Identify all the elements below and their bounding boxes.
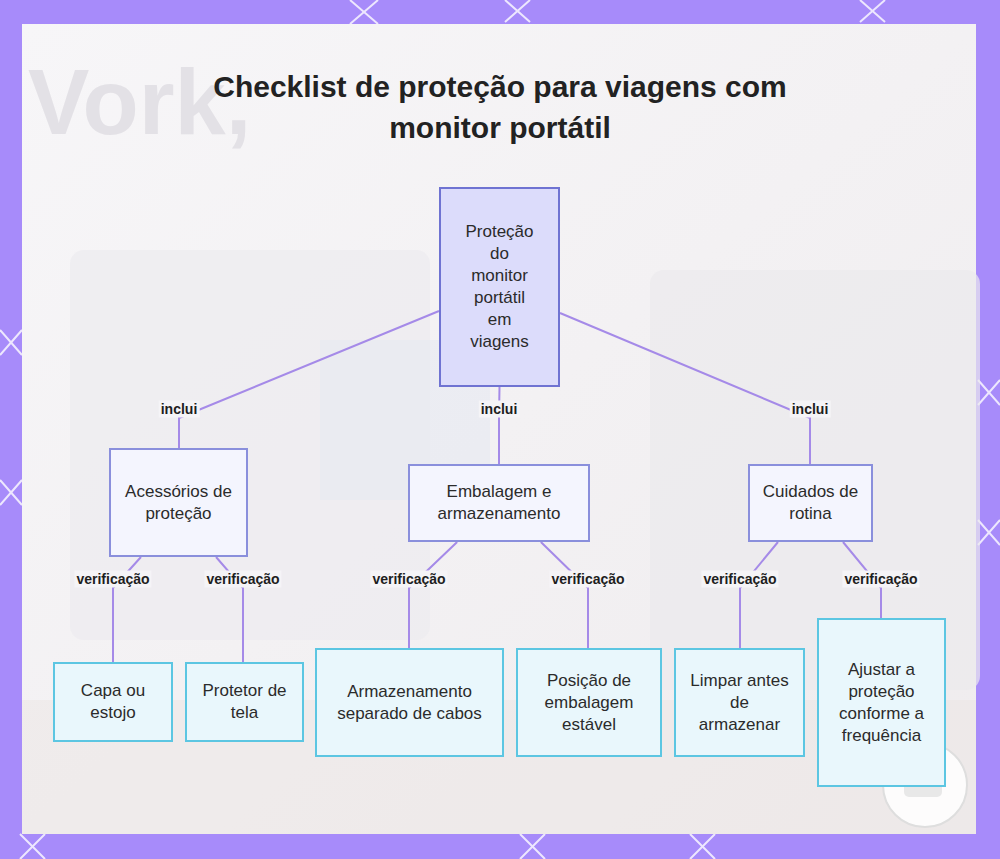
connector-line [179, 311, 439, 448]
node-text: Proteção do monitor portátil em viagens [461, 221, 538, 353]
edge-label: verificação [370, 571, 447, 588]
edge-label: inclui [790, 401, 831, 418]
check-box: Armazenamento separado de cabos [315, 648, 504, 757]
node-text: Posição de embalagem estável [530, 670, 648, 736]
connector-line [740, 542, 778, 648]
node-text: Acessórios de proteção [121, 481, 236, 525]
node-text: Armazenamento separado de cabos [329, 681, 490, 725]
category-box: Acessórios de proteção [109, 448, 248, 557]
root-box: Proteção do monitor portátil em viagens [439, 187, 560, 387]
edge-label: verificação [74, 571, 151, 588]
node-text: Ajustar a proteção conforme a frequência [831, 659, 932, 747]
edge-label: verificação [549, 571, 626, 588]
category-box: Cuidados de rotina [748, 464, 873, 542]
node-text: Cuidados de rotina [760, 481, 861, 525]
node-text: Embalagem e armazenamento [420, 481, 578, 525]
check-box: Posição de embalagem estável [516, 648, 662, 757]
connector-line [498, 387, 501, 464]
diagram-title: Checklist de proteção para viagens com m… [200, 66, 800, 148]
edge-label: inclui [159, 401, 200, 418]
check-box: Capa ou estojo [53, 662, 173, 742]
connector-line [541, 542, 588, 648]
node-text: Limpar antes de armazenar [688, 670, 791, 736]
edge-label: verificação [701, 571, 778, 588]
check-box: Limpar antes de armazenar [674, 648, 805, 757]
edge-label: verificação [842, 571, 919, 588]
check-box: Protetor de tela [185, 662, 304, 742]
edge-label: inclui [479, 401, 520, 418]
edge-label: verificação [204, 571, 281, 588]
category-box: Embalagem e armazenamento [408, 464, 590, 542]
connector-line [560, 313, 810, 464]
check-box: Ajustar a proteção conforme a frequência [817, 618, 946, 787]
connector-line [409, 542, 457, 648]
node-text: Protetor de tela [199, 680, 290, 724]
node-text: Capa ou estojo [67, 680, 159, 724]
